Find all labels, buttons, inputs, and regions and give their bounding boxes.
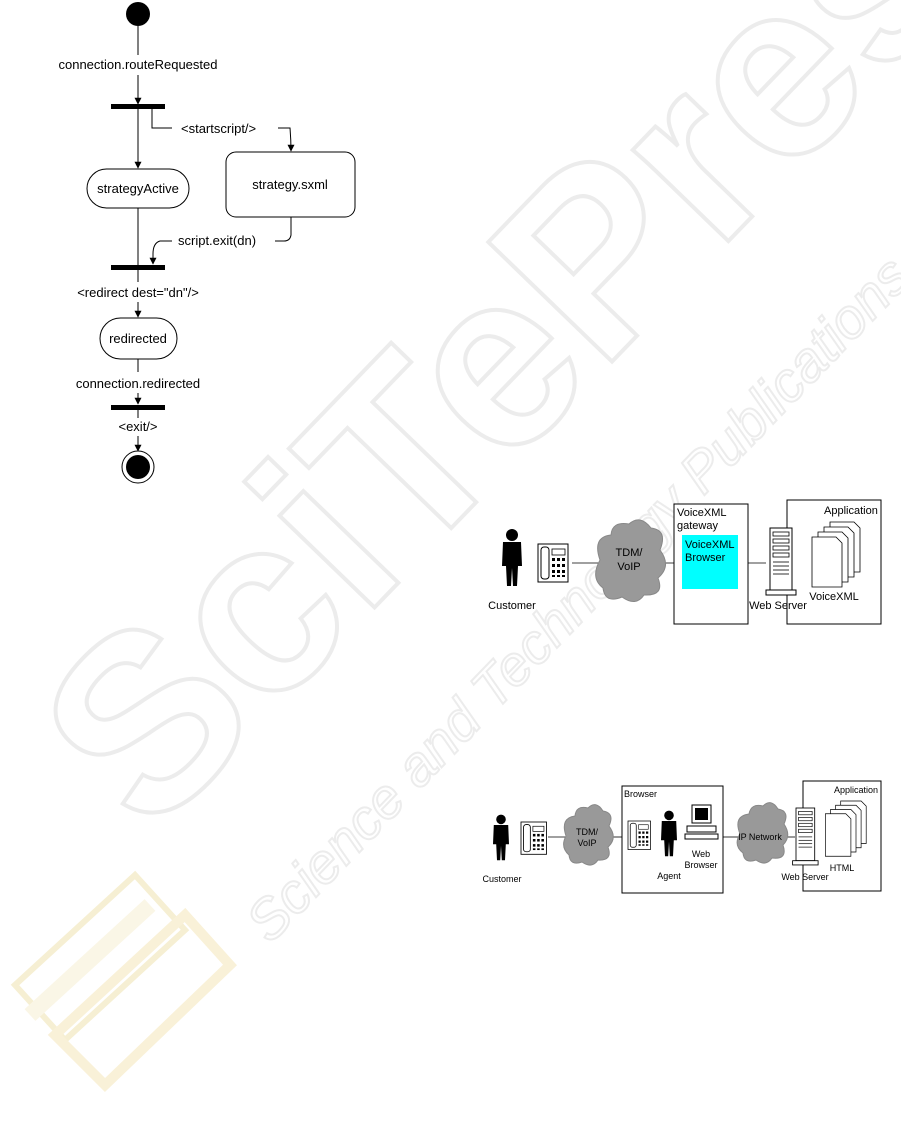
gateway-label-line2: gateway [677, 520, 718, 532]
join-bar [111, 265, 165, 270]
web-server-label: Web Server [781, 872, 828, 882]
activity-diagram: connection.routeRequested strategyActive… [58, 2, 356, 484]
initial-node [126, 2, 150, 26]
html-documents-label: HTML [830, 863, 855, 873]
fork-bar-1 [111, 104, 165, 109]
voicexml-documents-icon [811, 521, 861, 588]
web-browser-label-line1: Web [692, 849, 710, 859]
event-route-requested: connection.routeRequested [58, 57, 217, 72]
html-diagram: Customer TDM/ VoIP Browser Agent Web Bro… [482, 780, 882, 894]
customer-label: Customer [482, 874, 521, 884]
tdm-voip-cloud: TDM/ VoIP [563, 804, 614, 866]
fork-bar-2 [111, 405, 165, 410]
tdm-voip-label-line1: TDM/ [616, 547, 644, 559]
phone-icon [520, 821, 547, 855]
phone-icon [537, 543, 569, 583]
action-start-script: <startscript/> [181, 121, 256, 136]
voicexml-diagram: Customer TDM/ VoIP VoiceXML gateway Voic… [488, 499, 882, 625]
customer-label: Customer [488, 600, 536, 612]
voicexml-browser-box [682, 535, 738, 589]
browser-label-line1: VoiceXML [685, 539, 735, 551]
customer-person-icon [493, 814, 509, 861]
html-documents-icon [825, 800, 867, 857]
web-server-icon [765, 527, 797, 596]
tdm-voip-label-line1: TDM/ [576, 827, 598, 837]
state-redirected-label: redirected [109, 331, 167, 346]
event-redirected: connection.redirected [76, 376, 200, 391]
voicexml-documents-label: VoiceXML [809, 591, 859, 603]
web-browser-label-line2: Browser [684, 860, 717, 870]
agent-label: Agent [657, 871, 681, 881]
ip-network-label: IP Network [738, 832, 782, 842]
state-strategy-active-label: strategyActive [97, 181, 179, 196]
action-exit: <exit/> [118, 419, 157, 434]
application-label: Application [834, 785, 878, 795]
browser-label-line2: Browser [685, 552, 726, 564]
tdm-voip-label-line2: VoIP [617, 561, 640, 573]
computer-icon [684, 804, 719, 840]
action-redirect: <redirect dest="dn"/> [77, 285, 199, 300]
event-script-exit: script.exit(dn) [178, 233, 256, 248]
web-server-label: Web Server [749, 600, 807, 612]
tdm-voip-label-line2: VoIP [577, 838, 596, 848]
agent-phone-icon [627, 820, 651, 850]
application-label: Application [824, 505, 878, 517]
script-box-label: strategy.sxml [252, 177, 328, 192]
tdm-voip-cloud: TDM/ VoIP [595, 519, 666, 602]
gateway-label-line1: VoiceXML [677, 507, 727, 519]
watermark: SciTePress Science and Technology Public… [0, 0, 901, 1092]
ip-network-cloud: IP Network [736, 802, 789, 864]
watermark-emblem [10, 870, 237, 1092]
browser-box-label: Browser [624, 789, 657, 799]
web-server-icon [792, 807, 819, 866]
